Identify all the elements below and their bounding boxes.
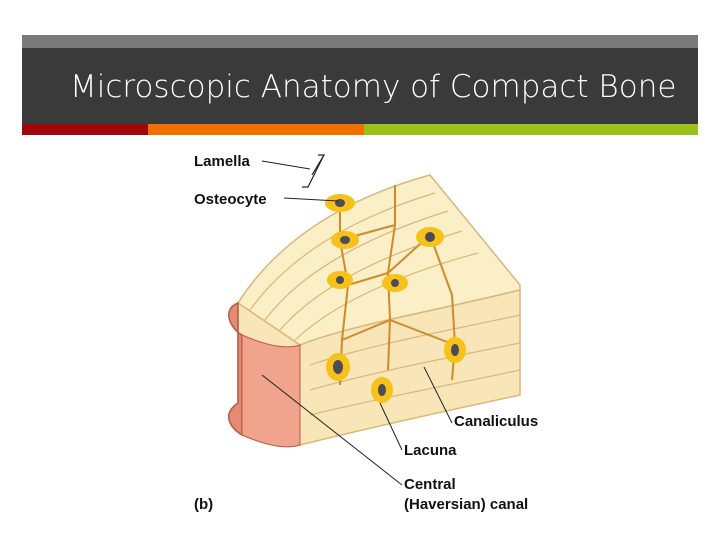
lamella-bracket <box>302 154 325 188</box>
osteocyte-cell <box>327 271 353 289</box>
central-canal-lumen <box>241 334 301 448</box>
osteocyte-cell <box>331 231 359 249</box>
accent-stripe-red <box>22 124 148 135</box>
osteocytes <box>325 194 466 403</box>
osteocyte-cell <box>371 377 393 403</box>
osteocyte-cell <box>326 353 350 381</box>
label-canaliculus: Canaliculus <box>454 413 539 430</box>
slide-title: Microscopic Anatomy of Compact Bone <box>70 69 677 105</box>
title-bar-top-strip <box>22 35 698 48</box>
osteocyte-cell <box>325 194 355 212</box>
compact-bone-diagram: Lamella Osteocyte Canaliculus Lacuna Cen… <box>190 145 560 525</box>
osteocyte-cell <box>416 227 444 247</box>
label-lacuna: Lacuna <box>404 442 457 459</box>
bone-front-face <box>237 289 521 446</box>
leader-lines <box>261 160 453 486</box>
title-bar: Microscopic Anatomy of Compact Bone <box>22 35 698 124</box>
label-central-line1: Central <box>404 476 456 493</box>
bone-illustration <box>227 154 521 486</box>
accent-stripe-green <box>364 124 698 135</box>
panel-label: (b) <box>194 496 214 513</box>
accent-stripe-orange <box>148 124 364 135</box>
label-osteocyte: Osteocyte <box>194 191 267 208</box>
label-lamella: Lamella <box>194 153 250 170</box>
label-central-line2: (Haversian) canal <box>404 496 529 513</box>
osteocyte-cell <box>444 337 466 363</box>
osteocyte-cell <box>382 274 408 292</box>
